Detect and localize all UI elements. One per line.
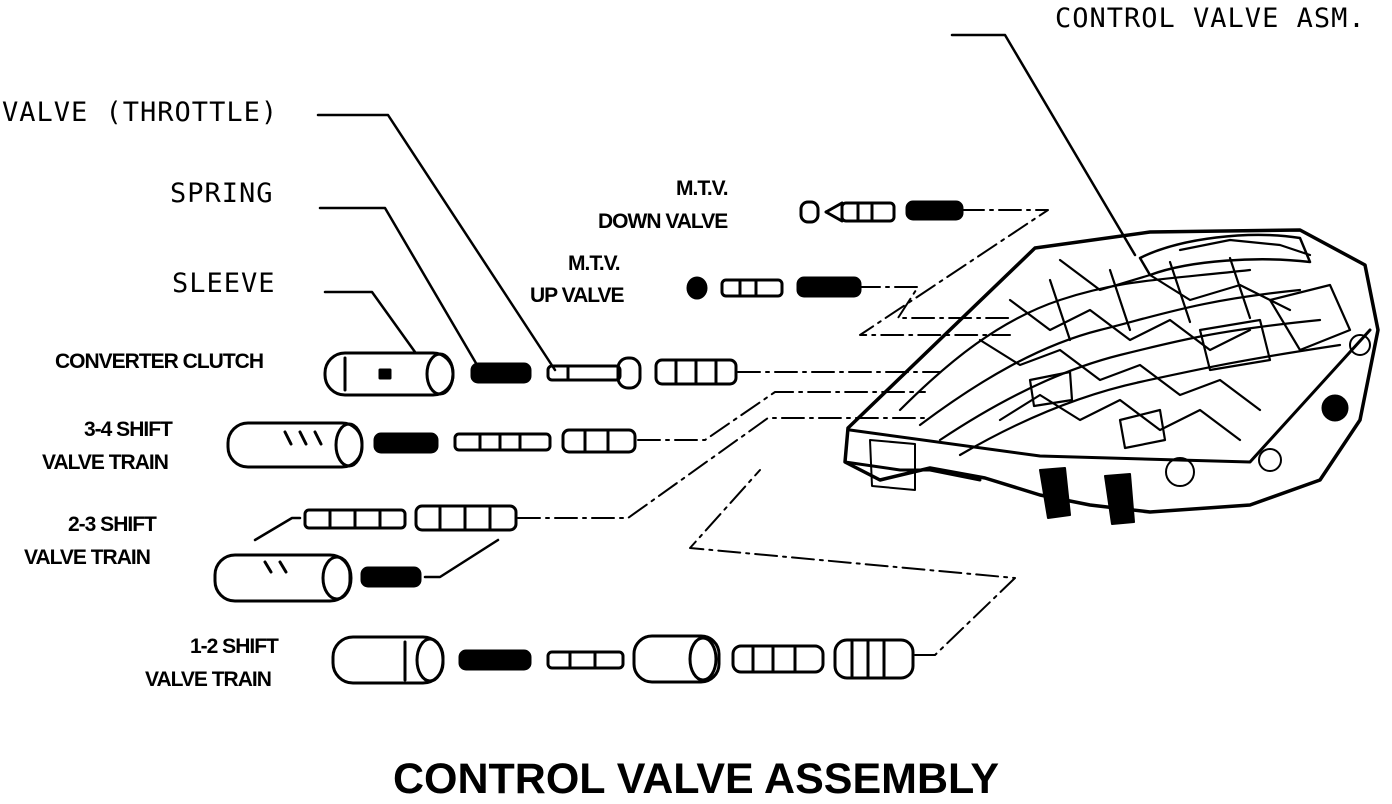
label-spring: SPRING [170, 178, 274, 209]
label-shift-2-3-1: 2-3 SHIFT [68, 513, 157, 536]
path-mtv-up [857, 286, 1011, 319]
label-shift-1-2-2: VALVE TRAIN [145, 668, 272, 691]
label-shift-3-4-2: VALVE TRAIN [42, 451, 169, 474]
label-sleeve: SLEEVE [172, 268, 276, 299]
path-2-3 [517, 417, 926, 519]
leader-2-3-train [253, 516, 302, 542]
shift-3-4-parts [226, 421, 637, 469]
mtv-down-valve-parts [799, 200, 964, 224]
label-shift-1-2-1: 1-2 SHIFT [190, 635, 279, 658]
label-shift-3-4-1: 3-4 SHIFT [84, 418, 173, 441]
leader-valve-throttle [316, 113, 557, 372]
path-3-4 [637, 391, 926, 441]
label-shift-2-3-2: VALVE TRAIN [24, 546, 151, 569]
path-mtv-down [859, 209, 1049, 336]
label-mtv-up-1: M.T.V. [568, 252, 621, 275]
label-valve-throttle: VALVE (THROTTLE) [2, 97, 279, 128]
label-mtv-down-1: M.T.V. [676, 177, 729, 200]
label-converter-clutch: CONVERTER CLUTCH [55, 350, 264, 373]
leader-spring [318, 206, 482, 372]
diagram-title: CONTROL VALVE ASSEMBLY [392, 755, 1000, 803]
leader-2-3-spring [423, 538, 500, 579]
leader-control-valve-asm [950, 33, 1137, 257]
control-valve-body [843, 228, 1380, 525]
leader-sleeve [323, 290, 417, 354]
shift-1-2-parts [331, 634, 915, 685]
path-1-2 [689, 469, 1016, 656]
leader-lines [253, 33, 1137, 579]
converter-clutch-parts [323, 351, 738, 397]
mtv-up-valve-parts [686, 276, 862, 300]
assembly-lines [517, 209, 1049, 656]
label-control-valve-asm: CONTROL VALVE ASM. [1055, 3, 1366, 34]
label-mtv-up-2: UP VALVE [530, 284, 625, 307]
shift-2-3-parts [213, 504, 518, 603]
label-mtv-down-2: DOWN VALVE [598, 210, 728, 233]
